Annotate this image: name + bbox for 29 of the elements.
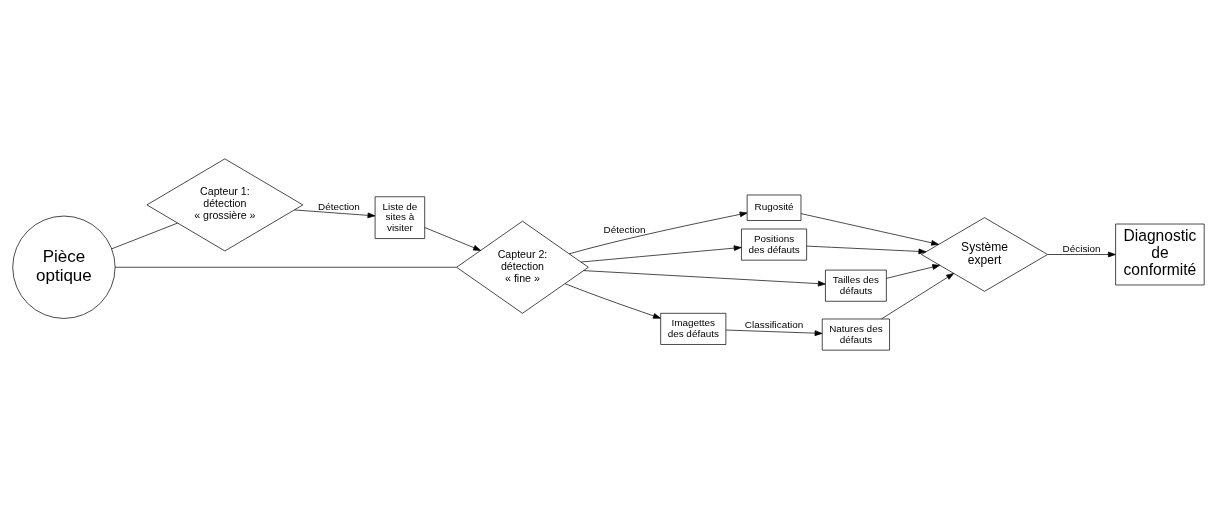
arrow xyxy=(800,213,939,246)
arrow xyxy=(886,264,941,279)
arrow xyxy=(568,211,748,255)
edge-label: Détection xyxy=(318,201,360,212)
node-box: Natures des défauts xyxy=(821,318,890,351)
node-box: Imagettes des défauts xyxy=(660,312,727,345)
arrow xyxy=(1047,251,1116,258)
arrow xyxy=(881,273,954,320)
edge-label: Classification xyxy=(744,318,804,330)
node-box: Liste de sites à visiter xyxy=(374,196,426,239)
arrow xyxy=(580,245,742,263)
edge-label: Détection xyxy=(603,223,646,235)
edge-label: Décision xyxy=(1062,242,1101,254)
node-box: Positions des défauts xyxy=(741,228,807,261)
node-box: Rugosité xyxy=(746,194,802,221)
arrow xyxy=(294,209,376,219)
node-diamond: Capteur 1: détection « grossière » xyxy=(146,158,304,252)
arrow xyxy=(583,270,826,287)
arrow xyxy=(806,245,927,255)
node-diamond: Système expert xyxy=(921,217,1048,292)
arrow xyxy=(564,283,661,319)
node-diamond: Capteur 2: détection « fine » xyxy=(456,220,589,314)
node-circle: Pièce optique xyxy=(12,215,116,319)
node-box: Diagnostic de conformité xyxy=(1115,223,1205,286)
connector xyxy=(111,222,178,250)
arrow xyxy=(725,329,823,336)
arrow xyxy=(424,227,481,251)
connector xyxy=(114,266,457,268)
node-box: Tailles des défauts xyxy=(825,269,887,302)
